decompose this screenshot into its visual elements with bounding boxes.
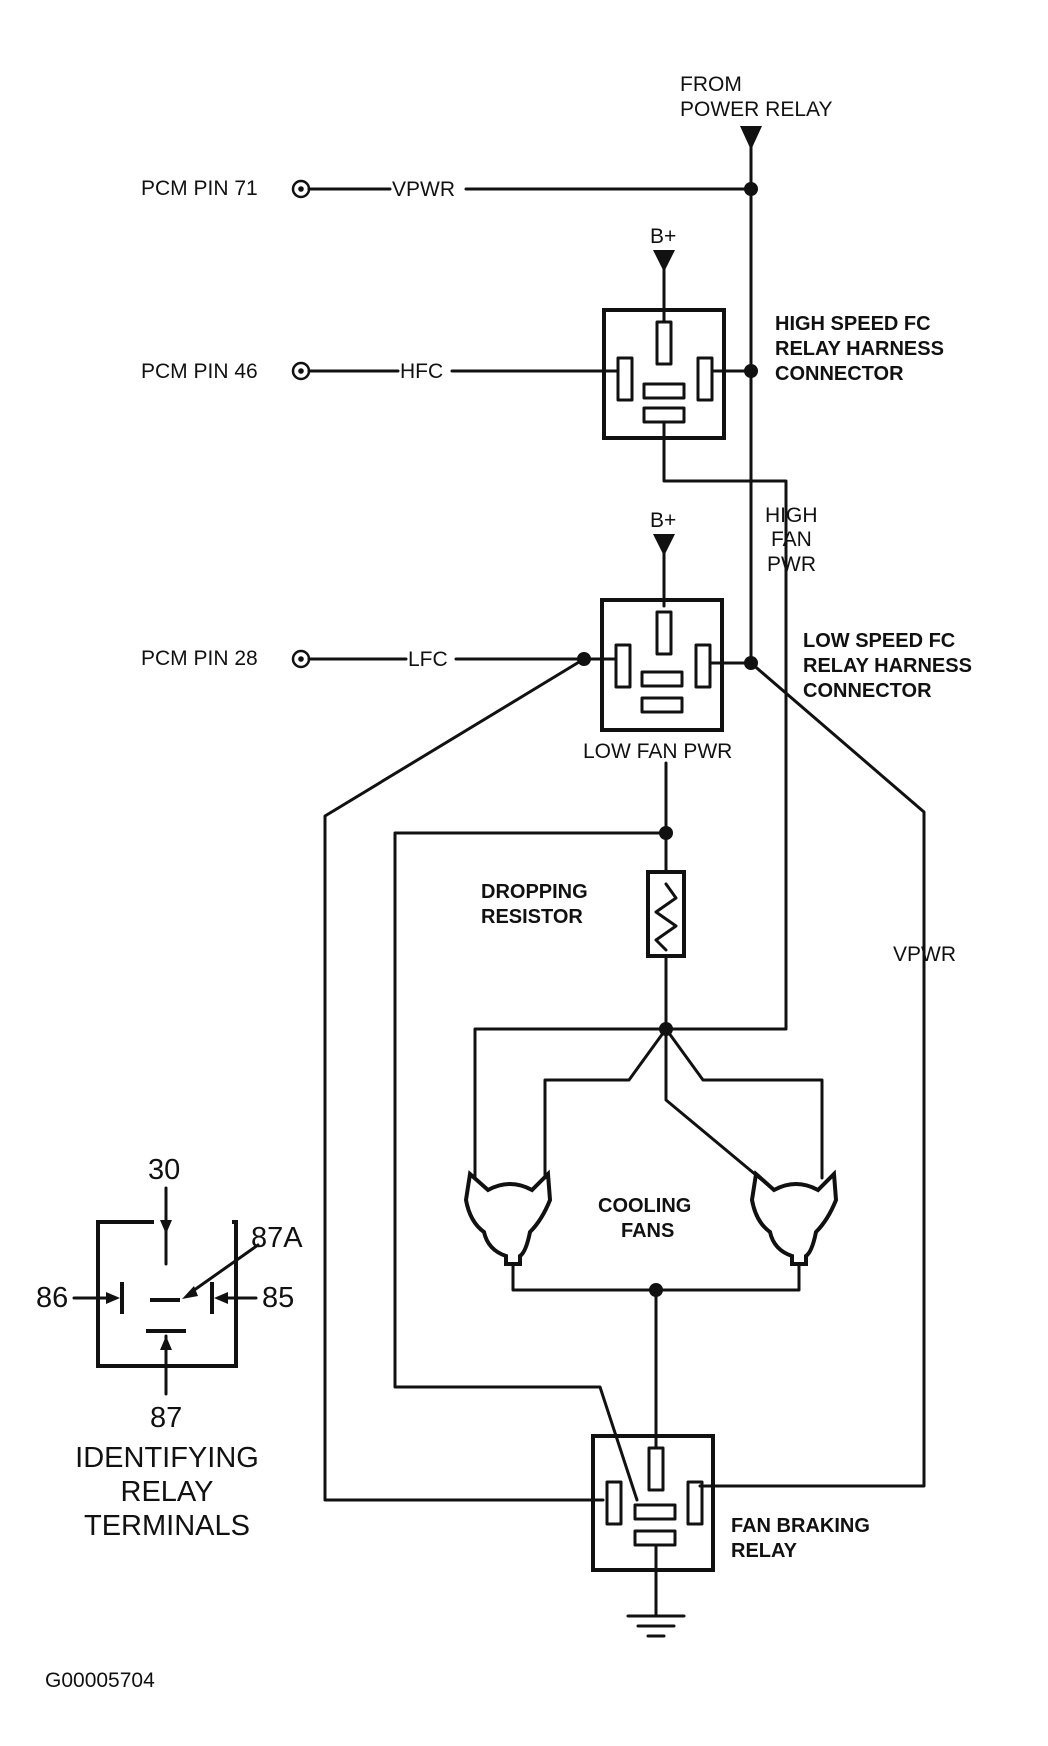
high-fan-pwr-label-line2: FAN [771,528,812,551]
cooling-fans-label-line2: FANS [621,1220,674,1242]
pcm-pin-71-label: PCM PIN 71 [141,177,258,200]
key-85-arrow-icon [214,1292,228,1304]
cooling-fan-left-icon [463,1169,553,1266]
dropping-resistor-label-line2: RESISTOR [481,906,583,928]
fan-braking-label-line1: FAN BRAKING [731,1515,870,1537]
fan-feed-wiring [473,1022,824,1182]
vpwr-right-label: VPWR [893,943,956,966]
cooling-fan-right-icon [749,1169,839,1266]
vpwr-top-label: VPWR [392,178,455,201]
key-terminal-85-label: 85 [262,1282,294,1314]
key-86-arrow-icon [106,1292,120,1304]
high-relay-vpwr-junction [744,364,758,378]
key-terminal-86-label: 86 [36,1282,68,1314]
low-fan-pwr-label: LOW FAN PWR [583,740,732,763]
low-relay-left-terminal [614,643,632,689]
hfc-label: HFC [400,360,443,383]
braking-relay-top-terminal [647,1446,665,1492]
high-fan-pwr-label-line3: PWR [767,553,816,576]
low-relay-label-line1: LOW SPEED FC [803,630,955,652]
key-terminal-30-label: 30 [148,1154,180,1186]
fan-braking-relay-connector [591,1434,715,1572]
lfc-label: LFC [408,648,448,671]
fan-braking-relay: FAN BRAKING RELAY [591,1434,870,1617]
figure-id-label: G00005704 [45,1669,155,1692]
low-speed-relay-connector [600,598,724,732]
power-feed: FROM POWER RELAY [680,73,832,662]
low-fan-pwr-to-braking-wire [393,831,668,1502]
key-caption-line2: RELAY [121,1476,214,1508]
dropping-resistor-circuit: DROPPING RESISTOR [393,761,686,1502]
key-87a-arrow-icon [182,1286,198,1299]
high-relay-top-terminal [655,320,673,366]
low-relay-top-terminal [655,610,673,656]
relay-terminal-key: 30 87A 86 85 87 IDENTIFYING RELAY TERMIN… [36,1154,303,1542]
high-fan-power-wire: HIGH FAN PWR [662,420,818,1031]
key-terminal-87a-label: 87A [251,1222,303,1254]
vpwr-junction-dot [744,182,758,196]
from-power-relay-label-line2: POWER RELAY [680,98,832,121]
key-caption-line3: TERMINALS [84,1510,250,1542]
lfc-to-braking-relay-wire [323,657,605,1502]
key-87-arrow-icon [160,1336,172,1350]
low-relay-center-terminal [640,670,684,688]
high-relay-label-line2: RELAY HARNESS [775,338,944,360]
key-terminal-87-label: 87 [150,1402,182,1434]
low-relay-bottom-terminal [640,696,684,714]
braking-relay-right-terminal [686,1480,704,1526]
low-relay-bplus-label: B+ [650,509,676,532]
cooling-fans-label-line1: COOLING [598,1195,691,1217]
high-relay-label-line1: HIGH SPEED FC [775,313,931,335]
fan-braking-label-line2: RELAY [731,1540,798,1562]
low-relay-bplus-arrow-icon [653,534,675,556]
low-relay-label-line3: CONNECTOR [803,680,932,702]
vpwr-right-circuit: VPWR [698,661,956,1488]
power-relay-arrow-icon [740,126,762,150]
braking-relay-left-terminal [605,1480,623,1526]
key-caption-line1: IDENTIFYING [75,1442,259,1474]
high-speed-relay: B+ HIGH SPEED FC RELAY HARNESS CONNECTOR [602,225,944,440]
high-relay-bplus-label: B+ [650,225,676,248]
from-power-relay-label-line1: FROM [680,73,742,96]
braking-relay-center-terminal [633,1503,677,1521]
pcm-pin-46-label: PCM PIN 46 [141,360,258,383]
high-relay-bottom-terminal [642,406,686,424]
high-relay-center-terminal [642,382,686,400]
cooling-fan-right [749,1169,839,1266]
key-30-arrow-icon [160,1220,172,1234]
pcm-pin-28-circuit: PCM PIN 28 LFC [141,647,618,671]
high-relay-right-terminal [696,356,714,402]
cooling-fan-left [463,1169,553,1266]
pcm-pin-28-label: PCM PIN 28 [141,647,258,670]
fan-return-wiring [511,1262,801,1450]
resistor-zigzag-icon [654,882,678,952]
ground-icon [626,1614,686,1638]
low-speed-relay: B+ LOW SPEED FC RELAY HARNESS CONNECTOR … [583,509,972,763]
high-speed-relay-connector [602,308,726,440]
high-relay-bplus-arrow-icon [653,250,675,272]
low-relay-right-terminal [694,643,712,689]
braking-relay-bottom-terminal [633,1529,677,1547]
low-relay-label-line2: RELAY HARNESS [803,655,972,677]
high-fan-pwr-label-line1: HIGH [765,504,818,527]
pcm-pin-71-circuit: PCM PIN 71 VPWR [141,177,758,201]
dropping-resistor-label-line1: DROPPING [481,881,588,903]
high-relay-label-line3: CONNECTOR [775,363,904,385]
high-relay-left-terminal [616,356,634,402]
pcm-pin-46-circuit: PCM PIN 46 HFC [141,360,620,383]
